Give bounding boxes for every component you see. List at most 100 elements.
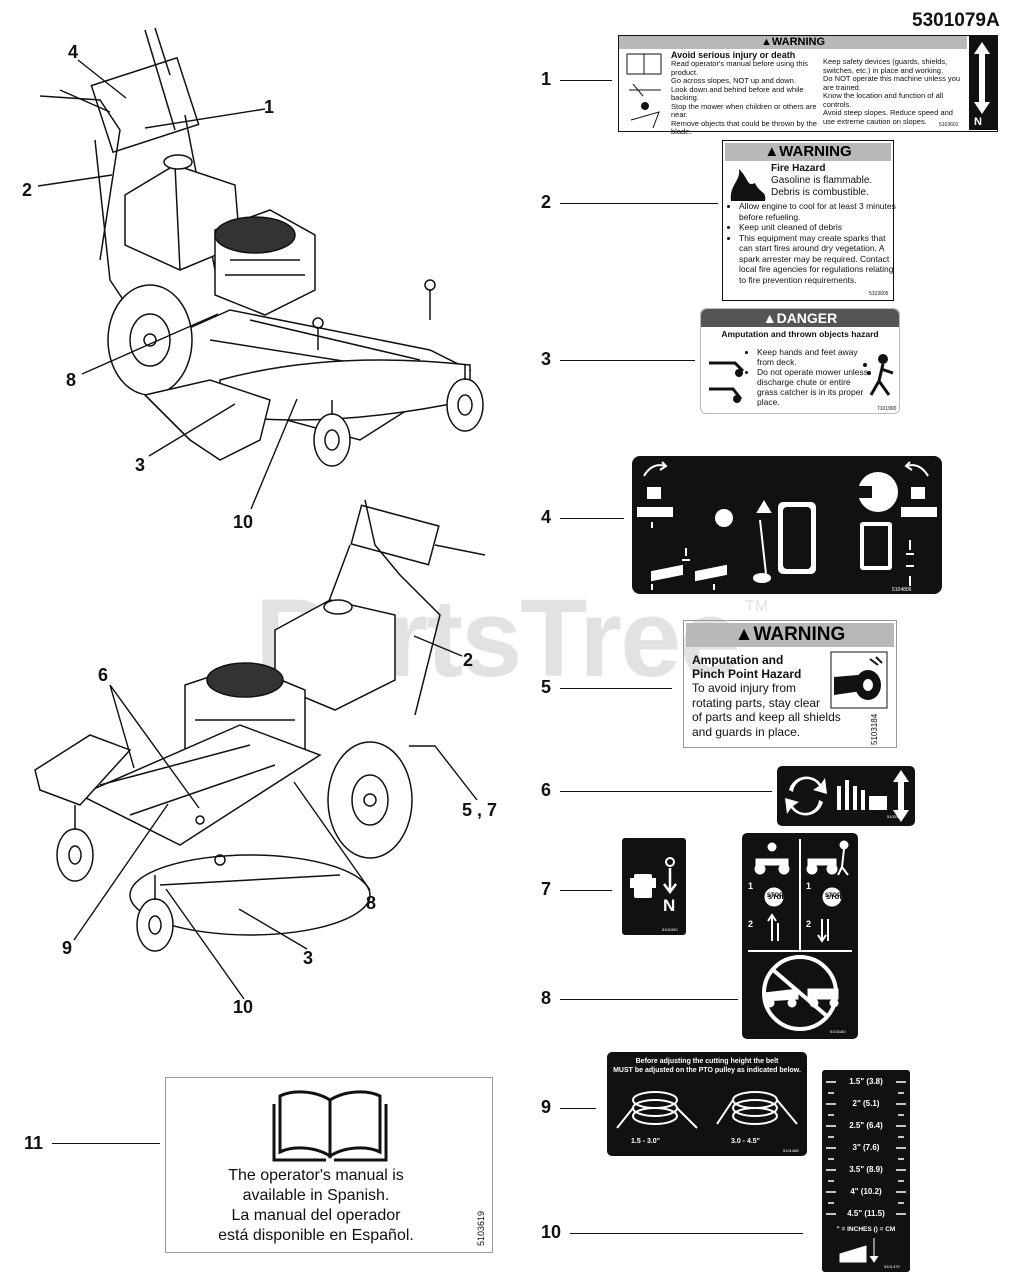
callout-9-lower: 9 bbox=[62, 938, 73, 958]
decal-5-body-0: To avoid injury from bbox=[692, 681, 797, 695]
decal-1-left-2: Look down and behind before and while ba… bbox=[671, 84, 804, 102]
decal-8-step-2b: 2 bbox=[806, 919, 812, 929]
decal-3-title: Amputation and thrown objects hazard bbox=[721, 329, 879, 339]
decal-2-part-no: 5103605 bbox=[869, 291, 889, 297]
mower-illustration-upper bbox=[39, 27, 484, 467]
callout-8-lower: 8 bbox=[366, 893, 377, 913]
decal-2-item-1: Keep unit cleaned of debris bbox=[739, 222, 901, 233]
decal-1-right-1: Do NOT operate this machine unless you a… bbox=[823, 74, 961, 92]
leader-4-upper bbox=[77, 59, 127, 99]
leader-2 bbox=[560, 203, 718, 204]
decal-5-body-3: and guards in place. bbox=[692, 724, 801, 739]
leader-9 bbox=[560, 1108, 596, 1109]
decal-8-stop-a: STOP bbox=[766, 893, 784, 899]
decal-9-belt-adjustment: Before adjusting the cutting height the … bbox=[607, 1052, 807, 1156]
decal-6-symbols bbox=[785, 770, 909, 822]
callout-3-lower: 3 bbox=[303, 948, 314, 968]
callout-4-upper: 4 bbox=[68, 42, 79, 62]
callout-2-upper: 2 bbox=[22, 180, 33, 200]
decal-11-line-0: The operator's manual is bbox=[228, 1167, 404, 1184]
decal-4-control-panel: 5104806 bbox=[632, 456, 942, 594]
callout-3-upper: 3 bbox=[135, 455, 146, 475]
decal-10-height-5: 4" (10.2) bbox=[850, 1187, 882, 1196]
callout-10: 10 bbox=[541, 1222, 562, 1242]
pulley-diagrams bbox=[616, 1091, 798, 1129]
decal-3-item-0: Keep hands and feet away from deck. bbox=[757, 347, 873, 367]
leader-10-upper bbox=[250, 398, 298, 510]
decal-3-item-1: Do not operate mower unless discharge ch… bbox=[757, 367, 873, 407]
decal-1-left-1: Go across slopes, NOT up and down. bbox=[671, 76, 796, 85]
decal-9-left-range: 1.5 - 3.0" bbox=[631, 1138, 661, 1145]
decal-5-body-2: of parts and keep all shields bbox=[692, 710, 841, 724]
decal-1-right-0: Keep safety devices (guards, shields, sw… bbox=[823, 57, 948, 75]
decal-1-right-3: Avoid steep slopes. Reduce speed and use… bbox=[823, 108, 953, 126]
callout-11: 11 bbox=[24, 1133, 44, 1153]
svg-text:STOP: STOP bbox=[826, 894, 845, 901]
leader-10 bbox=[570, 1233, 803, 1234]
decal-2-intro-0: Gasoline is flammable. bbox=[771, 175, 873, 186]
decal-7-letter: N bbox=[663, 896, 676, 915]
decal-10-height-6: 4.5" (11.5) bbox=[847, 1209, 885, 1218]
leader-11 bbox=[52, 1143, 160, 1144]
decal-5-part-no: 5103184 bbox=[870, 713, 879, 745]
decal-3-header: ▲DANGER bbox=[701, 309, 899, 327]
callout-8-upper: 8 bbox=[66, 370, 77, 390]
decal-1-pictograms bbox=[626, 53, 662, 129]
leader-3 bbox=[560, 360, 695, 361]
decal-5-pinch-warning: ▲WARNING Amputation and Pinch Point Haza… bbox=[683, 620, 897, 748]
leader-2-upper bbox=[37, 174, 113, 187]
leader-6 bbox=[560, 791, 772, 792]
callout-6-lower: 6 bbox=[98, 665, 109, 685]
callout-7: 7 bbox=[541, 879, 552, 899]
decal-10-height-1: 2" (5.1) bbox=[852, 1099, 880, 1108]
decal-11-line-1: available in Spanish. bbox=[242, 1187, 390, 1204]
leader-9-lower bbox=[73, 803, 169, 941]
decal-3-danger: ▲DANGER Amputation and thrown objects ha… bbox=[700, 308, 900, 414]
decal-2-intro-1: Debris is combustible. bbox=[771, 187, 869, 198]
leader-8-lower bbox=[293, 781, 371, 891]
decal-10-height-2: 2.5" (6.4) bbox=[849, 1121, 883, 1130]
decal-7-neutral: N 5102490 bbox=[622, 838, 686, 935]
decal-5-header: ▲WARNING bbox=[686, 623, 894, 647]
decal-7-part-no: 5102490 bbox=[662, 927, 678, 932]
decal-4-control-symbols bbox=[637, 461, 937, 590]
callout-3: 3 bbox=[541, 349, 552, 369]
callout-9: 9 bbox=[541, 1097, 552, 1117]
decal-8-part-no: 5103180 bbox=[830, 1029, 846, 1034]
decal-2-header: ▲WARNING bbox=[725, 143, 891, 161]
decal-10-height-3: 3" (7.6) bbox=[852, 1143, 880, 1152]
decal-6-part-no: 5103187 bbox=[887, 814, 903, 819]
decal-5-title-line2: Pinch Point Hazard bbox=[692, 667, 802, 681]
decal-5-body-1: rotating parts, stay clear bbox=[692, 695, 821, 710]
callout-4: 4 bbox=[541, 507, 552, 527]
decal-9-right-range: 3.0 - 4.5" bbox=[731, 1138, 761, 1145]
callout-2-lower: 2 bbox=[463, 650, 474, 670]
decal-2-item-2: This equipment may create sparks that ca… bbox=[739, 233, 901, 286]
leader-3-upper bbox=[148, 403, 236, 457]
hand-foot-hazard-icon bbox=[709, 361, 745, 403]
callout-1: 1 bbox=[541, 69, 552, 89]
decal-1-right-2: Know the location and function of all co… bbox=[823, 91, 944, 109]
leader-5 bbox=[560, 688, 672, 689]
decal-10-height-4: 3.5" (8.9) bbox=[849, 1165, 883, 1174]
decal-2-title: Fire Hazard bbox=[771, 163, 826, 174]
flame-icon bbox=[730, 169, 766, 201]
leader-6-lower bbox=[109, 684, 200, 809]
decal-10-part-no: 5101479 bbox=[884, 1264, 900, 1269]
decal-8-symbols: STOP STOP bbox=[748, 839, 852, 1031]
leader-10-lower bbox=[165, 888, 245, 1000]
callout-5-7-lower: 5 , 7 bbox=[462, 800, 498, 820]
manual-book-icon bbox=[272, 1090, 388, 1162]
callout-10-upper: 10 bbox=[233, 512, 254, 532]
decal-1-part-no: 5103601 bbox=[939, 122, 959, 128]
decal-8-step-1a: 1 bbox=[748, 881, 754, 891]
leader-4 bbox=[560, 518, 624, 519]
decal-11-line-3: está disponible en Español. bbox=[218, 1227, 414, 1244]
leader-1 bbox=[560, 80, 612, 81]
thrown-object-icon bbox=[863, 354, 894, 396]
decal-10-legend: " = INCHES () = CM bbox=[836, 1226, 896, 1233]
pinch-point-icon bbox=[830, 651, 888, 709]
decal-2-fire-warning: ▲WARNING Fire Hazard Gasoline is flammab… bbox=[722, 140, 896, 301]
decal-1-header: ▲WARNING bbox=[619, 36, 967, 49]
decal-11-line-2: La manual del operador bbox=[231, 1207, 401, 1224]
